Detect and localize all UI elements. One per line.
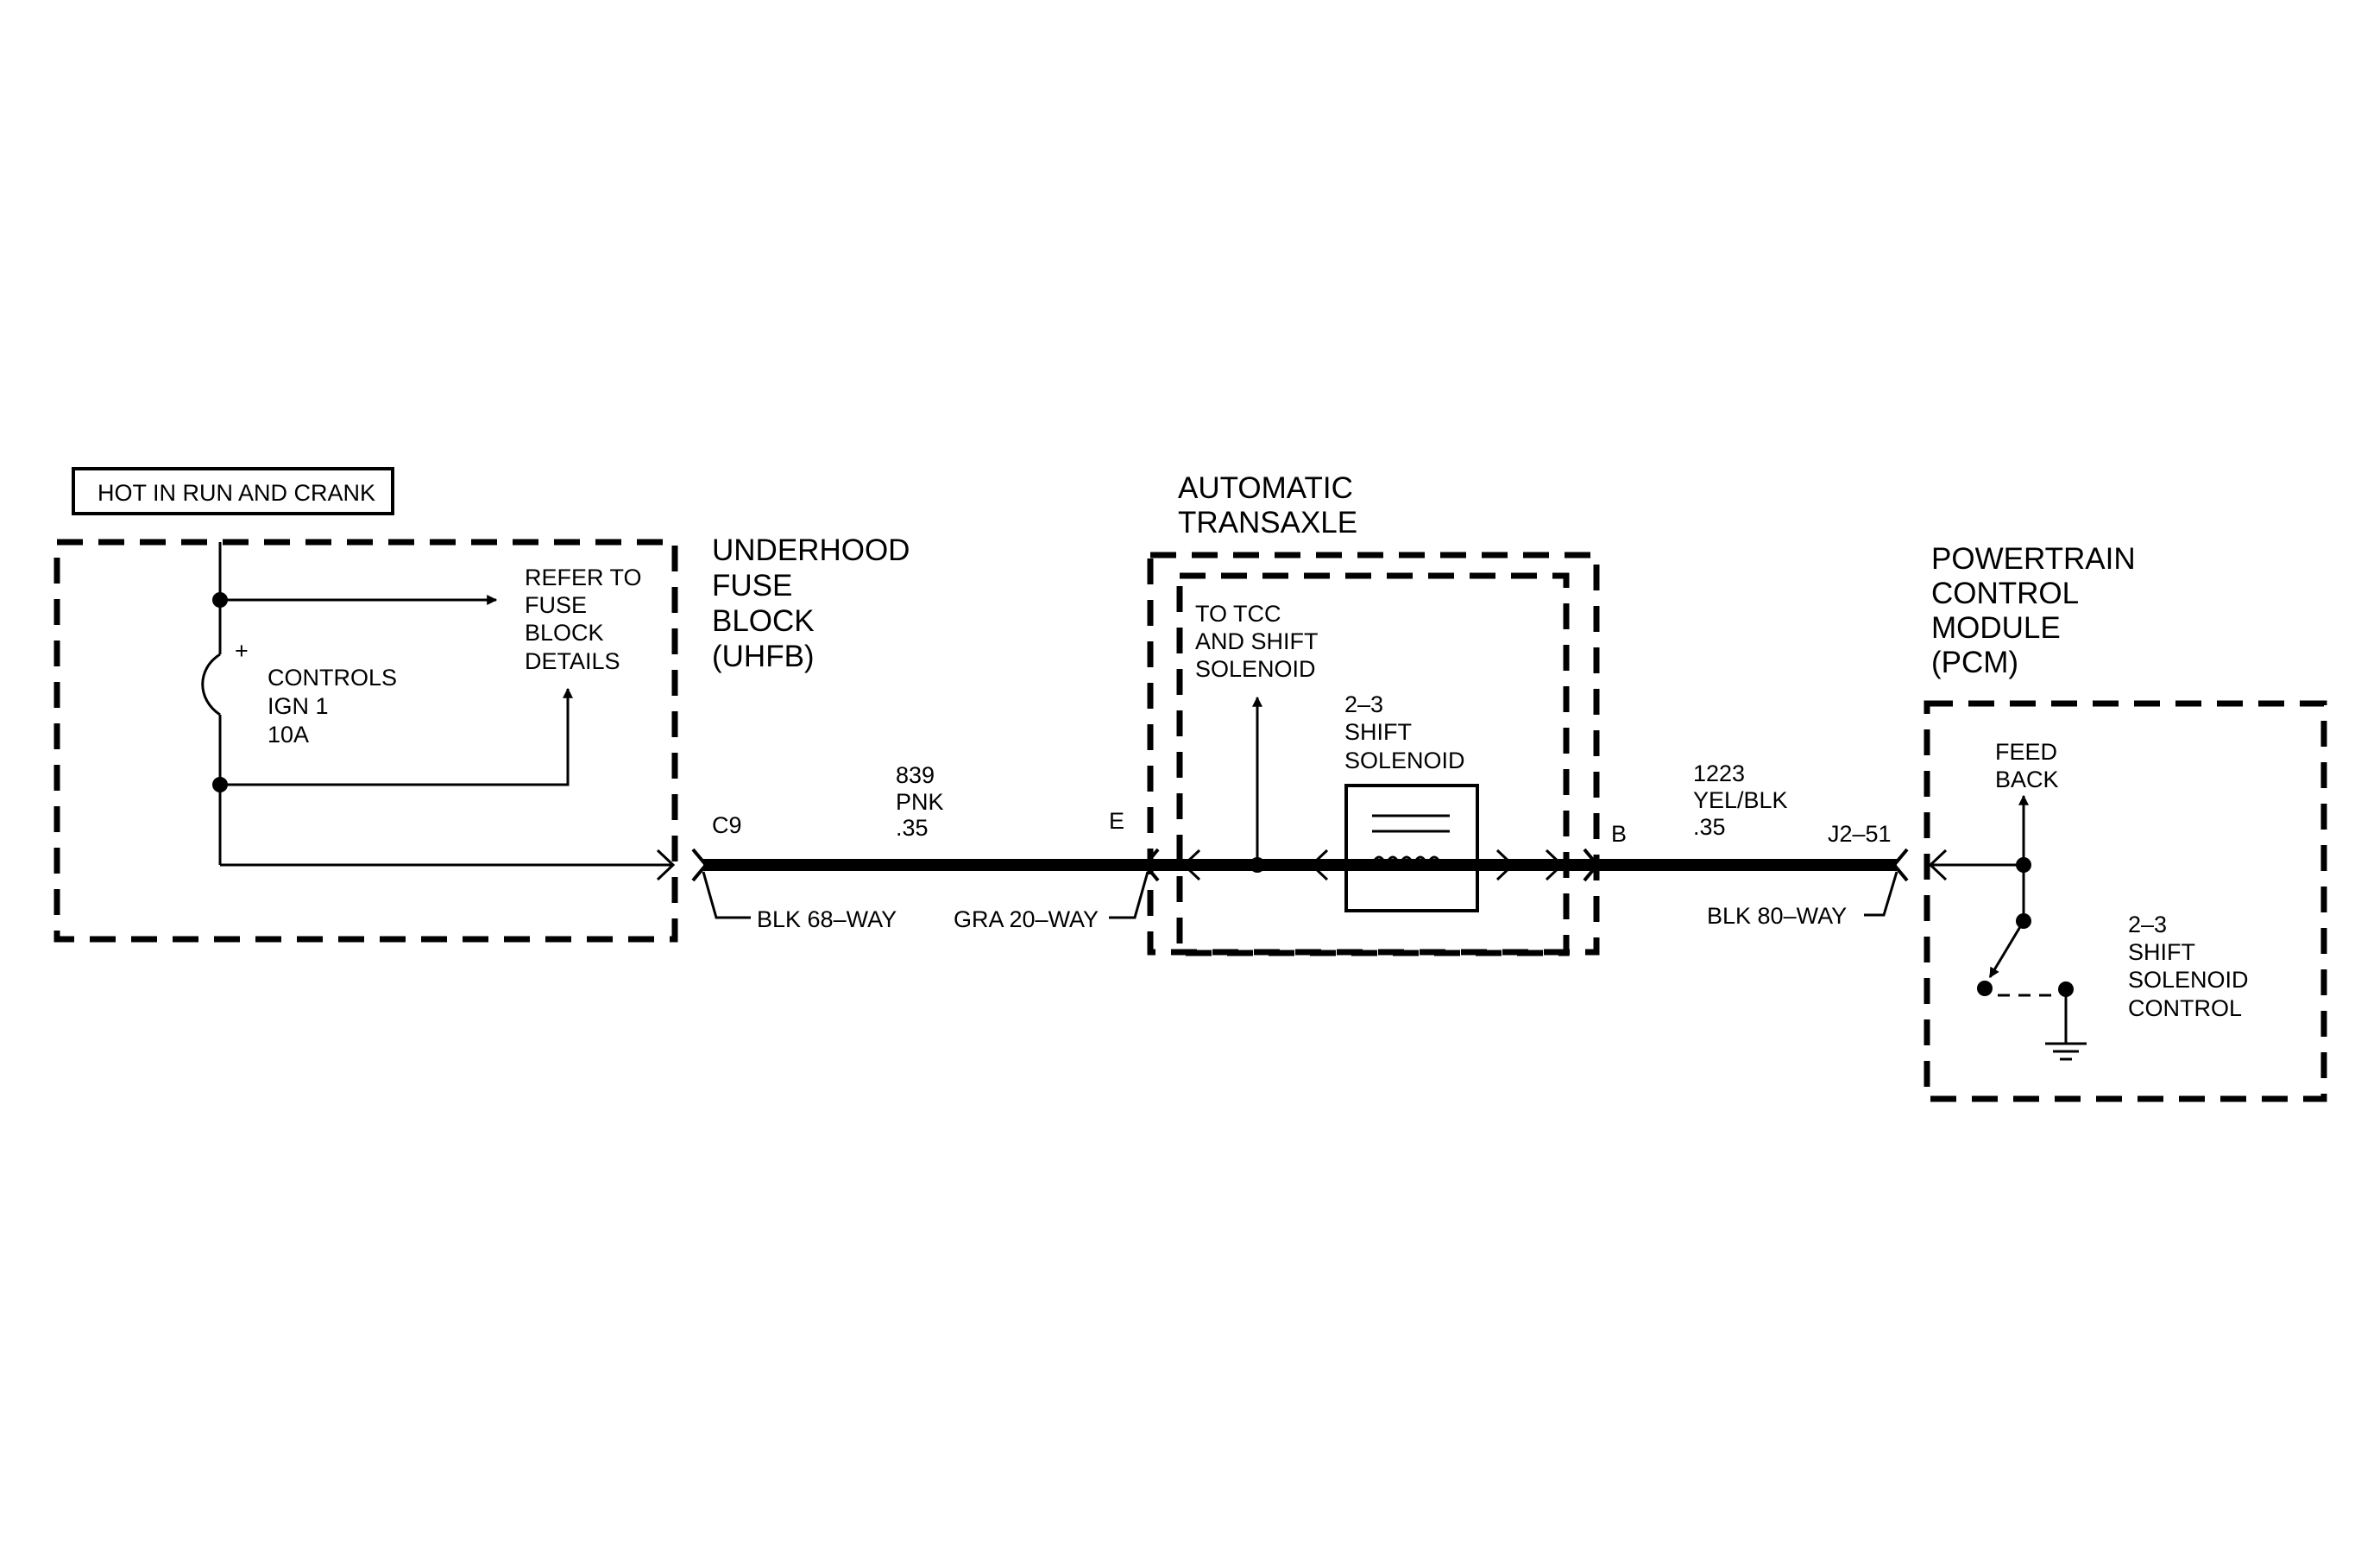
fuse-block-outline: [54, 539, 678, 943]
svg-text:HOT IN RUN AND CRANK: HOT IN RUN AND CRANK: [98, 480, 375, 506]
svg-text:SOLENOID: SOLENOID: [1195, 656, 1316, 682]
wire-1223-gauge: .35: [1693, 814, 1726, 840]
wire-1223: 1223 YEL/BLK .35 B J2–51 BLK 80–WAY: [1034, 760, 1909, 929]
svg-text:SHIFT: SHIFT: [1344, 719, 1412, 745]
wire-839-circuit: 839: [896, 762, 935, 788]
svg-text:FUSE: FUSE: [525, 592, 587, 618]
svg-text:(PCM): (PCM): [1931, 646, 2018, 679]
svg-text:SHIFT: SHIFT: [2128, 939, 2195, 965]
wire-1223-circuit: 1223: [1693, 760, 1745, 786]
transaxle-outer-outline: [1147, 552, 1600, 956]
ground-icon: [2045, 1042, 2087, 1061]
shift-solenoid-control-label: 2–3 SHIFT SOLENOID CONTROL: [2128, 912, 2249, 1021]
svg-text:(UHFB): (UHFB): [712, 640, 815, 673]
svg-text:REFER TO: REFER TO: [525, 565, 642, 590]
svg-text:TO TCC: TO TCC: [1195, 601, 1281, 627]
pcm-title: POWERTRAIN CONTROL MODULE (PCM): [1931, 542, 2136, 679]
svg-text:CONTROL: CONTROL: [1931, 577, 2079, 610]
svg-text:10A: 10A: [268, 722, 309, 748]
svg-text:TRANSAXLE: TRANSAXLE: [1178, 506, 1357, 540]
svg-text:UNDERHOOD: UNDERHOOD: [712, 533, 910, 567]
svg-text:CONTROLS: CONTROLS: [268, 665, 397, 691]
uhfb-title: UNDERHOOD FUSE BLOCK (UHFB): [712, 533, 910, 673]
fuse-block-wiring: +: [201, 542, 676, 881]
pin-b: B: [1611, 821, 1627, 847]
svg-text:SOLENOID: SOLENOID: [1344, 748, 1465, 773]
svg-text:FEED: FEED: [1995, 739, 2057, 765]
pcm-outline: [1924, 700, 2327, 1102]
svg-text:BACK: BACK: [1995, 767, 2059, 792]
svg-text:IGN 1: IGN 1: [268, 693, 329, 719]
connector-gra-20-way: GRA 20–WAY: [954, 906, 1099, 932]
transaxle-title: AUTOMATIC TRANSAXLE: [1178, 471, 1357, 540]
svg-text:BLOCK: BLOCK: [712, 604, 815, 638]
switch-contact-dot: [1977, 981, 1993, 996]
to-tcc-label: TO TCC AND SHIFT SOLENOID: [1195, 601, 1319, 682]
wire-839-color: PNK: [896, 789, 944, 815]
shift-solenoid-label: 2–3 SHIFT SOLENOID: [1344, 691, 1465, 773]
svg-text:FUSE: FUSE: [712, 569, 792, 603]
svg-text:SOLENOID: SOLENOID: [2128, 967, 2249, 993]
fuse-ign1-label: CONTROLS IGN 1 10A: [268, 665, 397, 748]
wire-1223-color: YEL/BLK: [1693, 787, 1788, 813]
svg-text:MODULE: MODULE: [1931, 611, 2061, 645]
svg-text:AUTOMATIC: AUTOMATIC: [1178, 471, 1353, 505]
svg-text:CONTROL: CONTROL: [2128, 995, 2242, 1021]
pin-c9: C9: [712, 812, 742, 838]
connector-blk-68-way: BLK 68–WAY: [757, 906, 897, 932]
svg-text:2–3: 2–3: [1344, 691, 1383, 717]
fuse-plus-sign: +: [235, 638, 249, 664]
splice-dot: [2016, 857, 2031, 873]
wire-839-gauge: .35: [896, 815, 929, 841]
feedback-label: FEED BACK: [1995, 739, 2059, 792]
svg-text:BLOCK: BLOCK: [525, 620, 604, 646]
pin-e: E: [1109, 808, 1124, 834]
pcm-wiring: [1927, 794, 2074, 1043]
pin-j2-51: J2–51: [1828, 821, 1892, 847]
hot-in-run-label: HOT IN RUN AND CRANK: [72, 467, 394, 515]
splice-dot: [212, 777, 228, 792]
svg-text:AND SHIFT: AND SHIFT: [1195, 628, 1319, 654]
splice-dot: [212, 592, 228, 608]
svg-text:2–3: 2–3: [2128, 912, 2167, 937]
wire-839: 839 PNK .35 C9 E BLK 68–WAY GRA 20–WAY: [691, 762, 1160, 932]
transaxle-inner-outline: [1176, 572, 1570, 956]
refer-to-fuse-details: REFER TO FUSE BLOCK DETAILS: [525, 565, 642, 674]
connector-blk-80-way: BLK 80–WAY: [1707, 903, 1847, 929]
svg-text:DETAILS: DETAILS: [525, 648, 620, 674]
shift-solenoid-coil-icon: [1344, 784, 1479, 912]
svg-text:POWERTRAIN: POWERTRAIN: [1931, 542, 2136, 576]
